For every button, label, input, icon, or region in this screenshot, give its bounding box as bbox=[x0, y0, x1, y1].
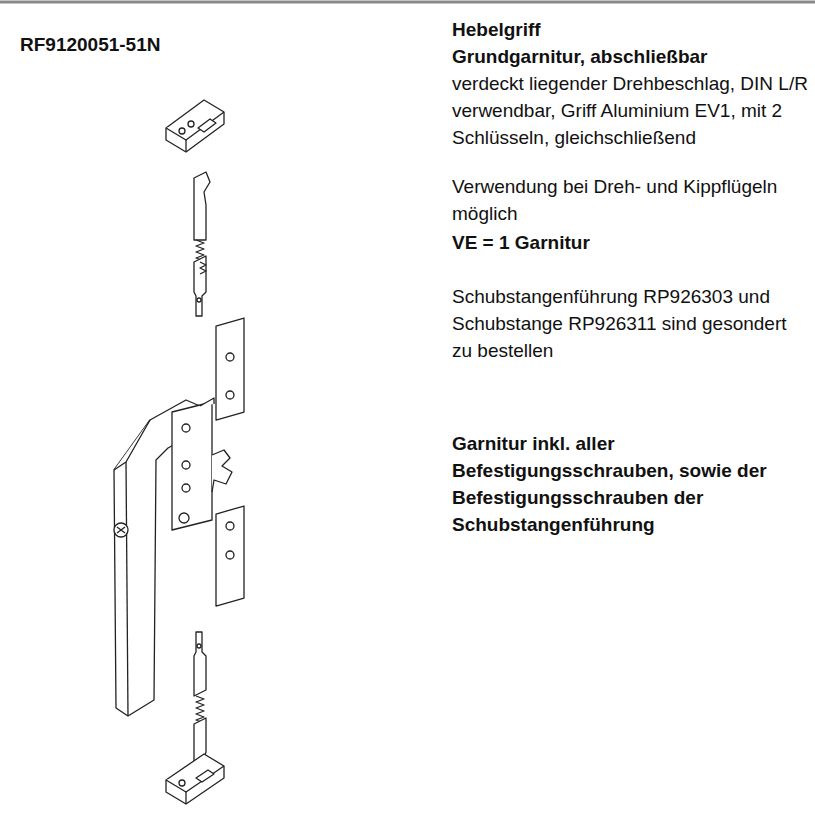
lower-rod bbox=[194, 632, 206, 770]
bottom-keeper bbox=[166, 754, 224, 804]
upper-plate bbox=[216, 318, 244, 420]
article-number: RF9120051-51N bbox=[20, 31, 160, 58]
top-rule bbox=[0, 1, 815, 4]
upper-rod bbox=[194, 172, 210, 316]
lower-plate bbox=[216, 506, 244, 606]
description-heading: VE = 1 Garnitur bbox=[452, 229, 810, 256]
description-text: verdeckt liegender Drehbeschlag, DIN L/R… bbox=[452, 70, 810, 151]
description-text: Schubstangenführung RP926303 und Schubst… bbox=[452, 283, 810, 364]
description-heading: Hebelgriff bbox=[452, 16, 810, 43]
description-text: Verwendung bei Dreh- und Kippflügeln mög… bbox=[452, 173, 810, 227]
description-column: HebelgriffGrundgarnitur, abschließbarver… bbox=[452, 16, 810, 538]
lever-handle bbox=[114, 398, 232, 716]
description-heading: Grundgarnitur, abschließbar bbox=[452, 43, 810, 70]
description-heading: Garnitur inkl. aller Befestigungsschraub… bbox=[452, 430, 810, 538]
article-number: RF9120051-51N bbox=[20, 31, 160, 58]
top-keeper bbox=[166, 100, 224, 152]
